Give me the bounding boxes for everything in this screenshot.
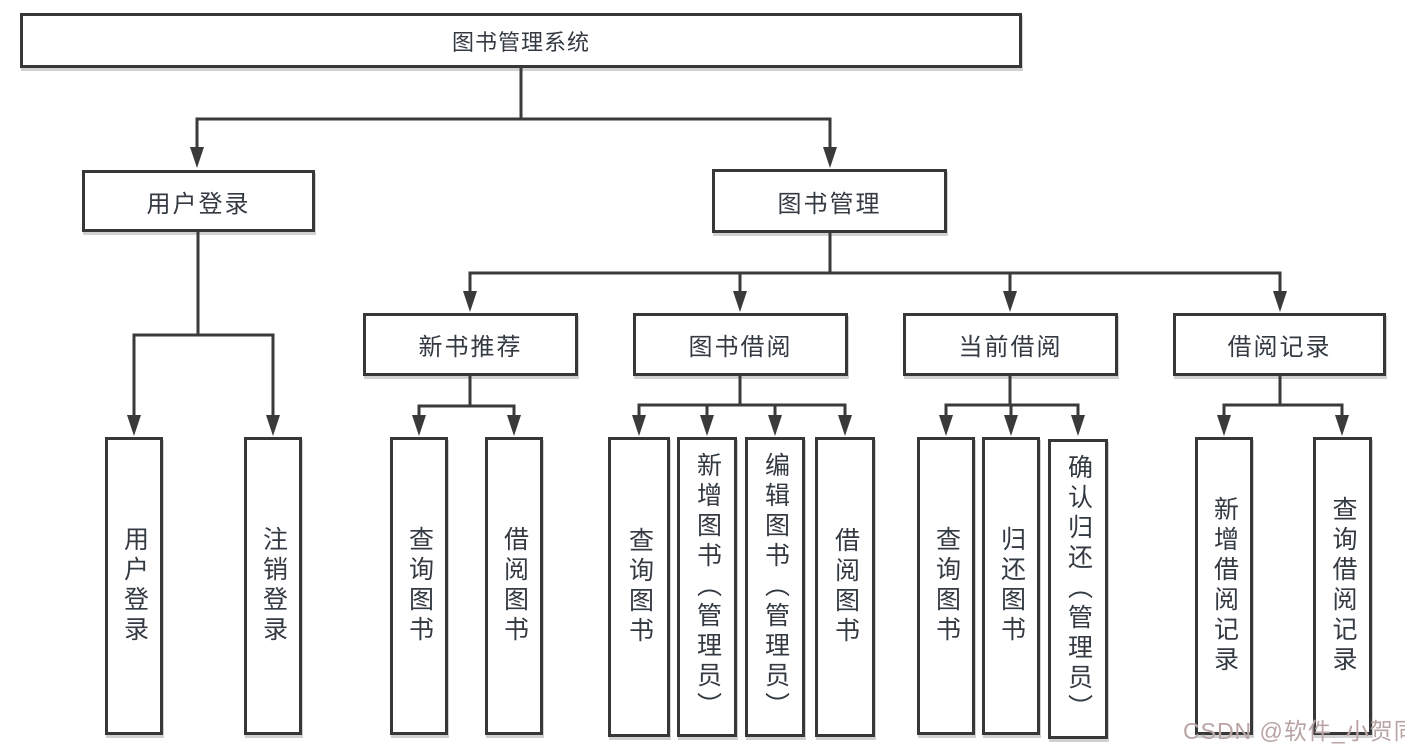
edge-user-login-to-children	[127, 232, 280, 436]
leaf-query-books-current: 查询图书	[917, 437, 975, 735]
node-borrowing-records: 借阅记录	[1173, 313, 1386, 376]
leaf-borrow-books: 借阅图书	[815, 437, 875, 737]
edge-current-borrow-to-children	[939, 376, 1085, 436]
edge-new-book-to-children	[412, 376, 521, 436]
leaf-user-login: 用户登录	[105, 437, 163, 735]
leaf-confirm-return-admin: 确认归还（管理员）	[1048, 439, 1108, 739]
leaf-borrow-books-newrec: 借阅图书	[485, 437, 543, 735]
leaf-add-books-admin: 新增图书（管理员）	[677, 437, 737, 737]
leaf-query-books-borrow: 查询图书	[608, 437, 670, 737]
node-book-borrowing: 图书借阅	[633, 313, 848, 376]
leaf-query-books-newrec: 查询图书	[390, 437, 448, 735]
node-user-login: 用户登录	[82, 170, 315, 232]
leaf-edit-books-admin: 编辑图书（管理员）	[745, 437, 805, 737]
leaf-logout: 注销登录	[244, 437, 302, 735]
leaf-add-borrow-record: 新增借阅记录	[1195, 437, 1253, 735]
edge-root-to-level2	[190, 68, 837, 168]
node-library-management-system: 图书管理系统	[20, 13, 1022, 68]
node-current-borrowing: 当前借阅	[903, 313, 1118, 376]
edge-book-management-to-level3	[463, 233, 1287, 312]
edge-book-borrow-to-children	[632, 376, 852, 436]
leaf-query-borrow-record: 查询借阅记录	[1313, 437, 1372, 735]
csdn-watermark: CSDN @软件_小贺同学	[1183, 718, 1405, 744]
edge-borrow-records-to-children	[1217, 376, 1349, 436]
leaf-return-books: 归还图书	[982, 437, 1040, 735]
node-book-management: 图书管理	[712, 169, 947, 233]
node-new-book-recommend: 新书推荐	[363, 313, 578, 376]
